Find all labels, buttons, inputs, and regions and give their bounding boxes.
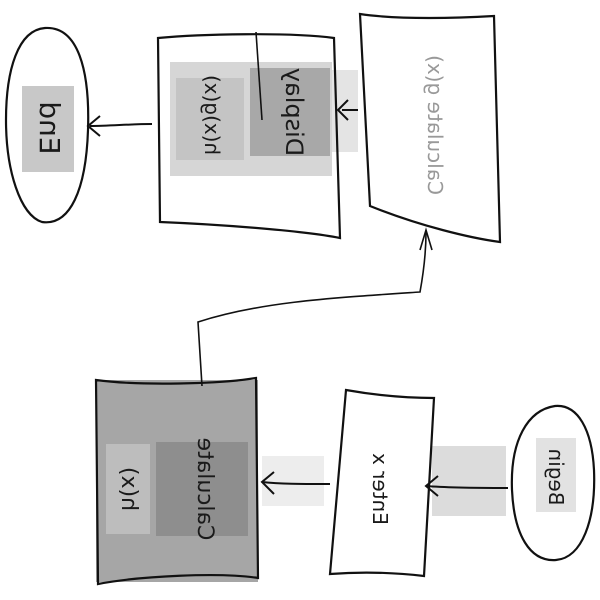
highlight-display-label: [250, 68, 330, 156]
calc-h-label-highlight: [156, 442, 248, 536]
highlight-end-label: [22, 86, 74, 172]
begin-oval: [510, 404, 596, 562]
arrowhead-calcg: [419, 227, 433, 251]
begin-label: Begin: [544, 448, 568, 506]
display-label: Display: [280, 67, 308, 157]
calc-h-expr: h(x): [116, 466, 141, 512]
arrowhead-enter: [424, 475, 439, 497]
end-label: End: [33, 101, 66, 155]
calc-g-label: Calculate g(x): [423, 55, 447, 195]
display-box-inner-line: [255, 31, 263, 121]
display-box: [156, 33, 342, 240]
highlight-arrow-begin-enter: [432, 446, 506, 516]
display-expr: h(x)g(x): [200, 74, 224, 156]
highlight-arrow-enter-calch: [262, 456, 324, 506]
arrow-display-to-end: [89, 123, 153, 127]
calc-g-box: [358, 12, 502, 244]
calc-h-expr-highlight: [106, 444, 150, 534]
arrow-enter-to-calch: [261, 481, 331, 485]
calc-h-box: [94, 376, 260, 586]
arrowhead-end: [86, 115, 101, 137]
enter-x-box: [328, 388, 436, 578]
calc-h-label: Calculate: [192, 437, 217, 541]
arrow-calch-to-calcg: [197, 231, 427, 387]
highlight-begin-label: [536, 438, 576, 512]
arrow-begin-to-enter: [425, 485, 509, 489]
highlight-display-expr: [176, 78, 244, 160]
arrowhead-display: [336, 99, 349, 121]
end-oval: [4, 26, 90, 224]
arrowhead-calch: [260, 471, 275, 495]
enter-x-label: Enter x: [368, 453, 392, 525]
